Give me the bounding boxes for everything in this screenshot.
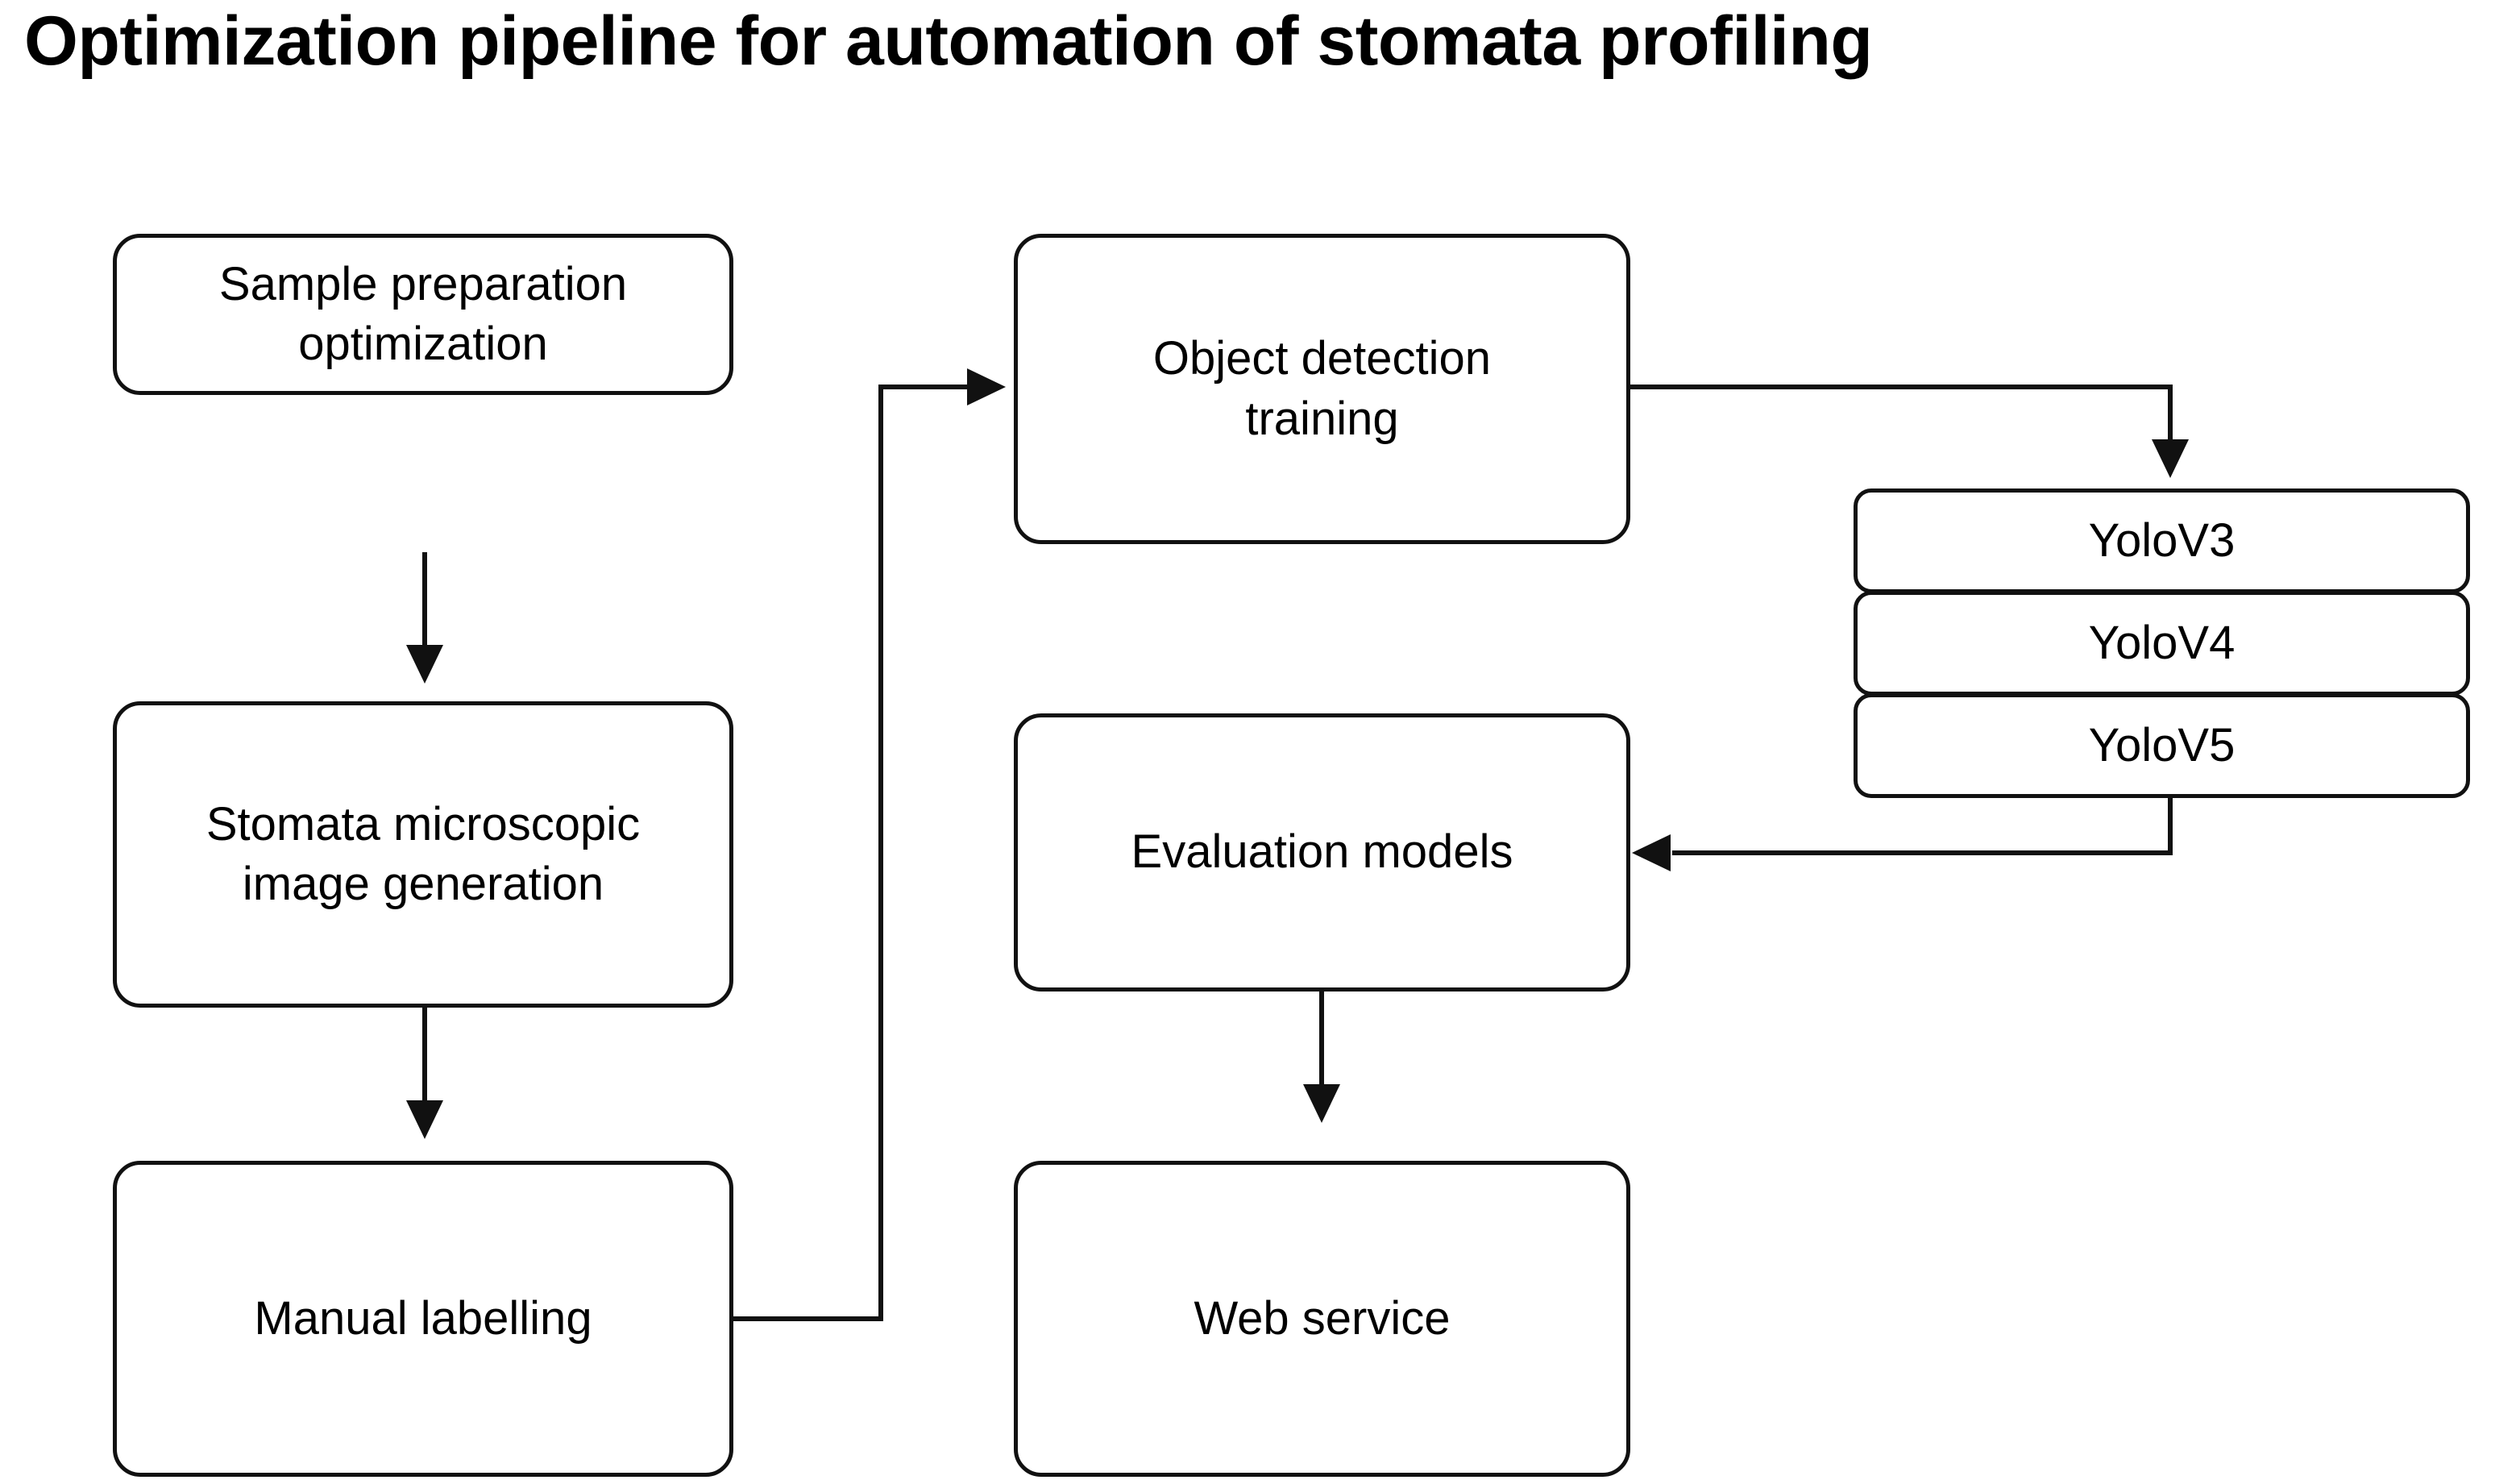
node-yolov5-label: YoloV5 — [2088, 718, 2236, 771]
edge-sample-to-image-line — [422, 552, 427, 657]
node-object-detection-label: Object detection training — [1152, 332, 1492, 445]
edge-manual-to-object-segment-h2 — [878, 385, 971, 389]
node-yolov3[interactable]: YoloV3 — [1854, 488, 2470, 593]
node-web-service-label: Web service — [1194, 1291, 1451, 1345]
edge-image-to-manual-arrowhead — [406, 1100, 443, 1139]
node-yolov3-label: YoloV3 — [2088, 513, 2236, 567]
edge-manual-to-object-arrowhead — [967, 368, 1006, 405]
node-image-generation[interactable]: Stomata microscopic image generation — [113, 701, 733, 1008]
edge-object-to-yolov3-arrowhead — [2152, 439, 2189, 478]
node-object-detection[interactable]: Object detection training — [1014, 234, 1630, 544]
edge-object-to-yolov3-segment-h — [1628, 385, 2173, 389]
edge-yolov5-to-evaluation-segment-v — [2168, 794, 2173, 854]
edge-sample-to-image-arrowhead — [406, 645, 443, 684]
node-sample-preparation-label: Sample preparation optimization — [218, 257, 628, 370]
node-yolov4[interactable]: YoloV4 — [1854, 591, 2470, 696]
node-image-generation-label: Stomata microscopic image generation — [206, 797, 641, 910]
edge-manual-to-object-segment-h1 — [732, 1316, 883, 1321]
edge-manual-to-object-segment-v — [878, 385, 883, 1320]
edge-evaluation-to-web-line — [1319, 990, 1324, 1099]
edge-yolov5-to-evaluation-arrowhead — [1632, 834, 1671, 871]
edge-yolov5-to-evaluation-segment-h — [1672, 850, 2173, 855]
node-evaluation-models-label: Evaluation models — [1131, 825, 1513, 879]
figure-title: Optimization pipeline for automation of … — [24, 2, 1873, 80]
node-web-service[interactable]: Web service — [1014, 1161, 1630, 1477]
node-sample-preparation[interactable]: Sample preparation optimization — [113, 234, 733, 395]
node-evaluation-models[interactable]: Evaluation models — [1014, 713, 1630, 992]
edge-evaluation-to-web-arrowhead — [1303, 1084, 1340, 1123]
node-yolov4-label: YoloV4 — [2088, 616, 2236, 669]
edge-object-to-yolov3-segment-v — [2168, 385, 2173, 445]
edge-image-to-manual-line — [422, 1006, 427, 1115]
node-yolov5[interactable]: YoloV5 — [1854, 693, 2470, 798]
node-manual-labelling[interactable]: Manual labelling — [113, 1161, 733, 1477]
node-manual-labelling-label: Manual labelling — [254, 1291, 592, 1345]
